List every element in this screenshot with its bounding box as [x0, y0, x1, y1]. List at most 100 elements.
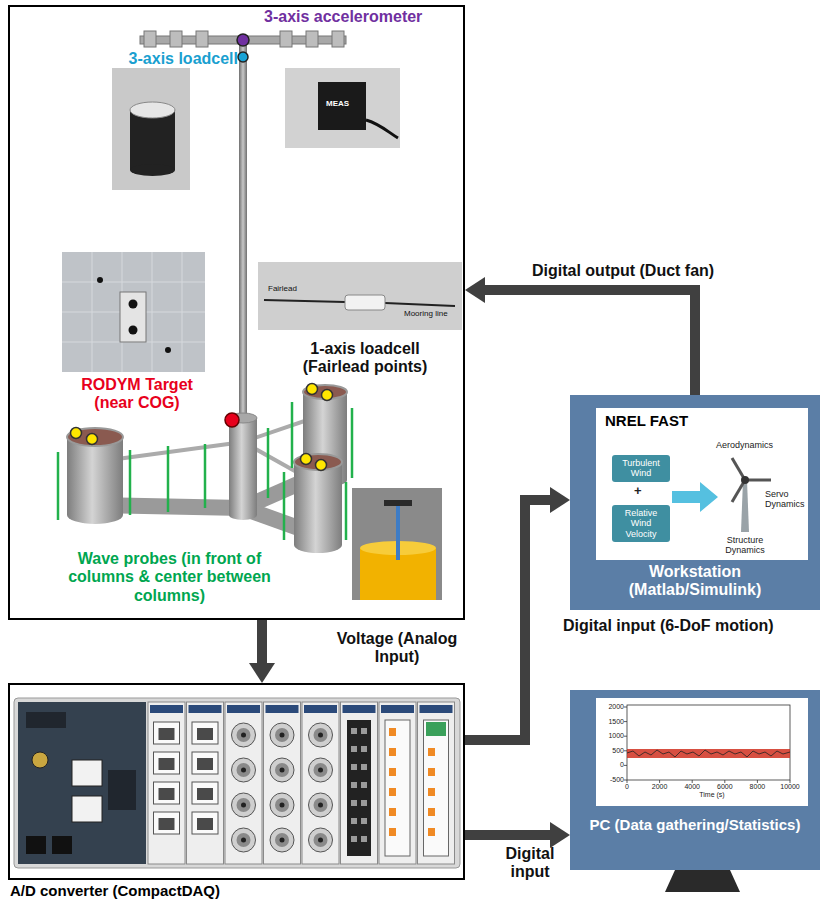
- axis-tick: 2000: [590, 703, 624, 711]
- connector-label: Digital input (6-DoF motion): [563, 617, 774, 635]
- connector-arrow: [465, 822, 570, 848]
- platform-tower: [306, 31, 318, 47]
- arrow-head: [465, 277, 485, 303]
- fairlead-dot: [87, 434, 98, 445]
- daq-module: [148, 702, 185, 864]
- fairlead-loadcell-photo: [258, 262, 462, 330]
- rodym-target-photo: [62, 252, 205, 372]
- time-series-chart: [624, 707, 790, 783]
- time-series-chart: [627, 749, 790, 758]
- workstation-monitor-body: [596, 408, 808, 560]
- rj50-port: [192, 752, 218, 774]
- wave-probe-line: [345, 482, 348, 540]
- terminal-block: [428, 748, 435, 836]
- wave-probe-photo: [396, 500, 400, 560]
- pc-monitor-body: [570, 690, 820, 870]
- wave-probe-line: [351, 408, 354, 478]
- compactdaq-chassis: [52, 836, 72, 854]
- bnc-connector: [232, 723, 256, 747]
- compactdaq-chassis: [14, 698, 460, 868]
- connector-shaft: [484, 290, 695, 395]
- daq-module: [264, 702, 301, 864]
- axis-tick: 0: [590, 761, 624, 769]
- accelerometer-photo: [366, 120, 398, 138]
- sensor-label: Wave probes (in front of columns & cente…: [57, 550, 282, 605]
- terminal-block: [389, 728, 396, 836]
- terminal-block: [347, 720, 371, 856]
- loadcell-photo: [130, 102, 175, 118]
- sensor-label: 3-axis accelerometer: [264, 8, 422, 26]
- bnc-connector: [232, 828, 256, 852]
- daq-panel: A/D converter (CompactDAQ): [8, 683, 465, 880]
- process-box: Relative Wind Velocity: [612, 505, 670, 542]
- daq-module: [379, 702, 416, 864]
- wave-probe-line: [267, 428, 270, 498]
- bnc-connector: [270, 793, 294, 817]
- axis-tick: 1500: [590, 718, 624, 726]
- semi-submersible-platform: [67, 437, 123, 524]
- connector-label: Digital output (Duct fan): [532, 262, 714, 280]
- module-label: Aerodynamics: [716, 440, 773, 450]
- daq-module: [302, 702, 339, 864]
- daq-module: [187, 702, 224, 864]
- rodym-target-photo: [120, 292, 146, 342]
- rodym-target-photo: [165, 347, 171, 353]
- rj50-port: [192, 782, 218, 804]
- accelerometer-photo: [318, 82, 366, 130]
- wave-probe-line: [58, 402, 352, 540]
- cog-target-dot: [225, 413, 239, 427]
- bnc-connector: [309, 723, 333, 747]
- axis-tick: 6000: [710, 783, 740, 791]
- fairlead-dot: [316, 460, 327, 471]
- accelerometer-photo: [285, 68, 400, 148]
- fairlead-dot: [322, 390, 333, 401]
- daq-module-label: [304, 705, 337, 713]
- rodym-target-photo: [129, 300, 138, 309]
- workstation-monitor-body: [672, 482, 718, 512]
- axis-tick: 8000: [742, 783, 772, 791]
- rj50-port: [154, 722, 180, 744]
- box-label: Relative Wind Velocity: [615, 508, 667, 539]
- wave-probe-line: [283, 472, 286, 540]
- rj50-port: [154, 722, 219, 834]
- axis-tick: 0: [612, 783, 642, 791]
- bnc-connector: [309, 758, 333, 782]
- arrow-head: [249, 663, 275, 683]
- box-label: Turbulent Wind: [615, 458, 667, 479]
- photo-label: Fairlead: [268, 284, 297, 293]
- platform-tower: [196, 31, 208, 47]
- rodym-target-photo: [129, 326, 138, 335]
- bnc-connector: [309, 828, 333, 852]
- axis-tick: 500: [590, 747, 624, 755]
- axis-tick: 4000: [677, 783, 707, 791]
- rj50-port: [192, 722, 218, 744]
- module-label: Structure Dynamics: [712, 535, 778, 556]
- pc-monitor-body: [596, 698, 808, 806]
- compactdaq-chassis: [14, 698, 460, 868]
- pc-monitor-body: [570, 690, 820, 892]
- time-series-chart: [627, 750, 790, 757]
- wave-probe-photo: [352, 488, 442, 600]
- daq-module-label: [150, 705, 453, 713]
- wave-probe-line: [204, 444, 207, 508]
- bnc-connector: [270, 758, 294, 782]
- module-label: Servo Dynamics: [765, 489, 808, 510]
- daq-module: [225, 702, 262, 864]
- terminal-block: [347, 720, 449, 856]
- connector-arrow: [465, 277, 695, 395]
- accelerometer-photo: [285, 68, 400, 148]
- compactdaq-chassis: [72, 760, 102, 786]
- compactdaq-chassis: [108, 770, 136, 810]
- rodym-target-photo: [62, 252, 205, 372]
- pc-monitor: PC (Data gathering/Statistics): [570, 690, 820, 870]
- daq-module: [341, 702, 378, 864]
- rj50-port: [192, 812, 218, 834]
- semi-submersible-platform: [67, 428, 123, 446]
- pc-monitor-body: [665, 870, 740, 892]
- semi-submersible-platform: [294, 462, 342, 553]
- bnc-connector: [232, 723, 333, 852]
- rj50-port: [154, 812, 180, 834]
- bnc-connector: [270, 723, 294, 747]
- platform-tower: [144, 31, 156, 47]
